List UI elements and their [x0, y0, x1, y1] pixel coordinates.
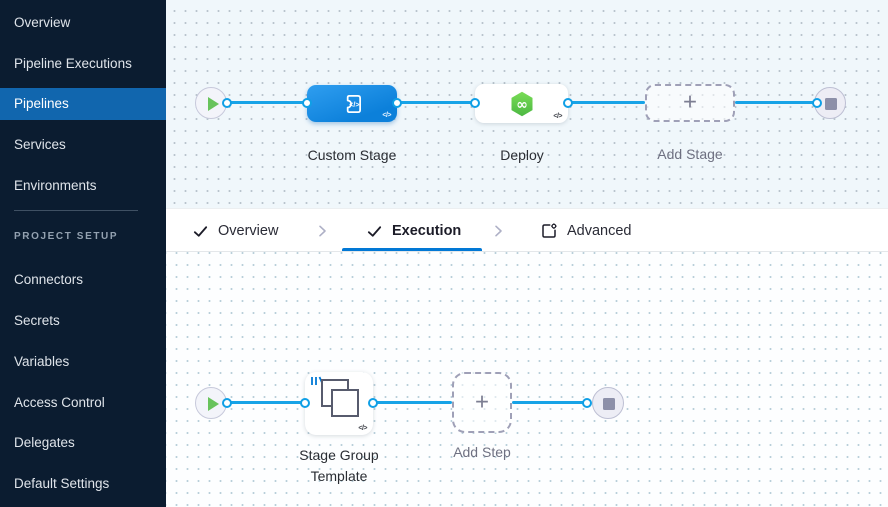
sidebar-section-project-setup: PROJECT SETUP [14, 231, 119, 242]
add-stage-label: Add Stage [657, 146, 723, 162]
execution-canvas: </> + Stage Group Template Add Step [166, 252, 888, 507]
add-step-button[interactable]: + [452, 372, 512, 433]
tab-execution-label: Execution [392, 223, 462, 239]
tab-advanced[interactable]: Advanced [540, 209, 632, 253]
code-badge-icon: </> [382, 112, 391, 119]
advanced-settings-icon [542, 223, 557, 238]
stop-icon [603, 398, 615, 410]
play-icon [208, 97, 219, 111]
tab-advanced-label: Advanced [567, 223, 632, 239]
stage-label-deploy: Deploy [500, 147, 544, 163]
check-icon [367, 225, 382, 237]
sidebar-item-environments[interactable]: Environments [14, 178, 97, 193]
chevron-right-icon [495, 225, 502, 237]
connector-line [397, 101, 475, 104]
connector-line [227, 401, 305, 404]
connector-line [373, 401, 452, 404]
step-node-stage-group-template[interactable]: </> [305, 372, 373, 435]
connector-line [227, 101, 307, 104]
stage-canvas: </> </> ∞ </> + [166, 0, 888, 208]
step-label-line1: Stage Group [299, 447, 379, 463]
chevron-right-icon [319, 225, 326, 237]
add-step-label: Add Step [453, 444, 511, 460]
check-icon [193, 225, 208, 237]
sidebar-item-pipeline-executions[interactable]: Pipeline Executions [14, 56, 132, 71]
stage-label-custom-stage: Custom Stage [307, 147, 397, 163]
stage-config-tabbar: Overview Execution Advanced [166, 208, 888, 252]
step-label-stage-group-template: Stage Group Template [259, 445, 419, 487]
sidebar-item-connectors[interactable]: Connectors [14, 272, 84, 287]
node-port [582, 398, 592, 408]
sidebar-item-pipelines[interactable]: Pipelines [0, 88, 166, 120]
code-badge-icon: </> [553, 113, 562, 120]
execution-start-node [195, 387, 227, 419]
sidebar-item-services[interactable]: Services [14, 137, 66, 152]
pipeline-start-node [195, 87, 227, 119]
connector-line [735, 101, 817, 104]
custom-stage-icon: </> [346, 94, 361, 113]
execution-end-node [592, 387, 624, 419]
active-tab-underline [342, 248, 482, 251]
sidebar-item-variables[interactable]: Variables [14, 354, 70, 369]
tab-overview[interactable]: Overview [192, 209, 278, 253]
sidebar-item-default-settings[interactable]: Default Settings [14, 476, 110, 491]
node-port [302, 98, 312, 108]
stage-node-deploy[interactable]: ∞ </> [475, 84, 568, 123]
connector-line [568, 101, 645, 104]
stage-node-custom-stage[interactable]: </> </> [307, 85, 397, 122]
step-label-line2: Template [310, 468, 368, 484]
sidebar-item-secrets[interactable]: Secrets [14, 313, 60, 328]
node-port [470, 98, 480, 108]
stop-icon [825, 98, 837, 110]
svg-text:</>: </> [349, 101, 359, 108]
connector-line [512, 401, 587, 404]
node-port [222, 98, 232, 108]
sidebar-item-delegates[interactable]: Delegates [14, 435, 75, 450]
sidebar-item-access-control[interactable]: Access Control [14, 395, 105, 410]
add-stage-button[interactable]: + [645, 84, 735, 122]
node-port [300, 398, 310, 408]
svg-text:∞: ∞ [516, 96, 528, 112]
node-port [392, 98, 402, 108]
node-port [812, 98, 822, 108]
tab-execution[interactable]: Execution [366, 209, 461, 253]
plus-icon: + [682, 88, 698, 116]
sidebar: Overview Pipeline Executions Pipelines S… [0, 0, 166, 507]
sidebar-divider [14, 210, 138, 211]
plus-icon: + [474, 387, 490, 415]
sidebar-item-overview[interactable]: Overview [14, 15, 71, 30]
node-port [222, 398, 232, 408]
code-badge-icon: </> [358, 425, 367, 432]
deploy-cd-icon: ∞ [511, 91, 532, 116]
node-port [563, 98, 573, 108]
stage-group-icon [331, 389, 359, 417]
play-icon [208, 397, 219, 411]
node-port [368, 398, 378, 408]
tab-overview-label: Overview [218, 223, 279, 239]
